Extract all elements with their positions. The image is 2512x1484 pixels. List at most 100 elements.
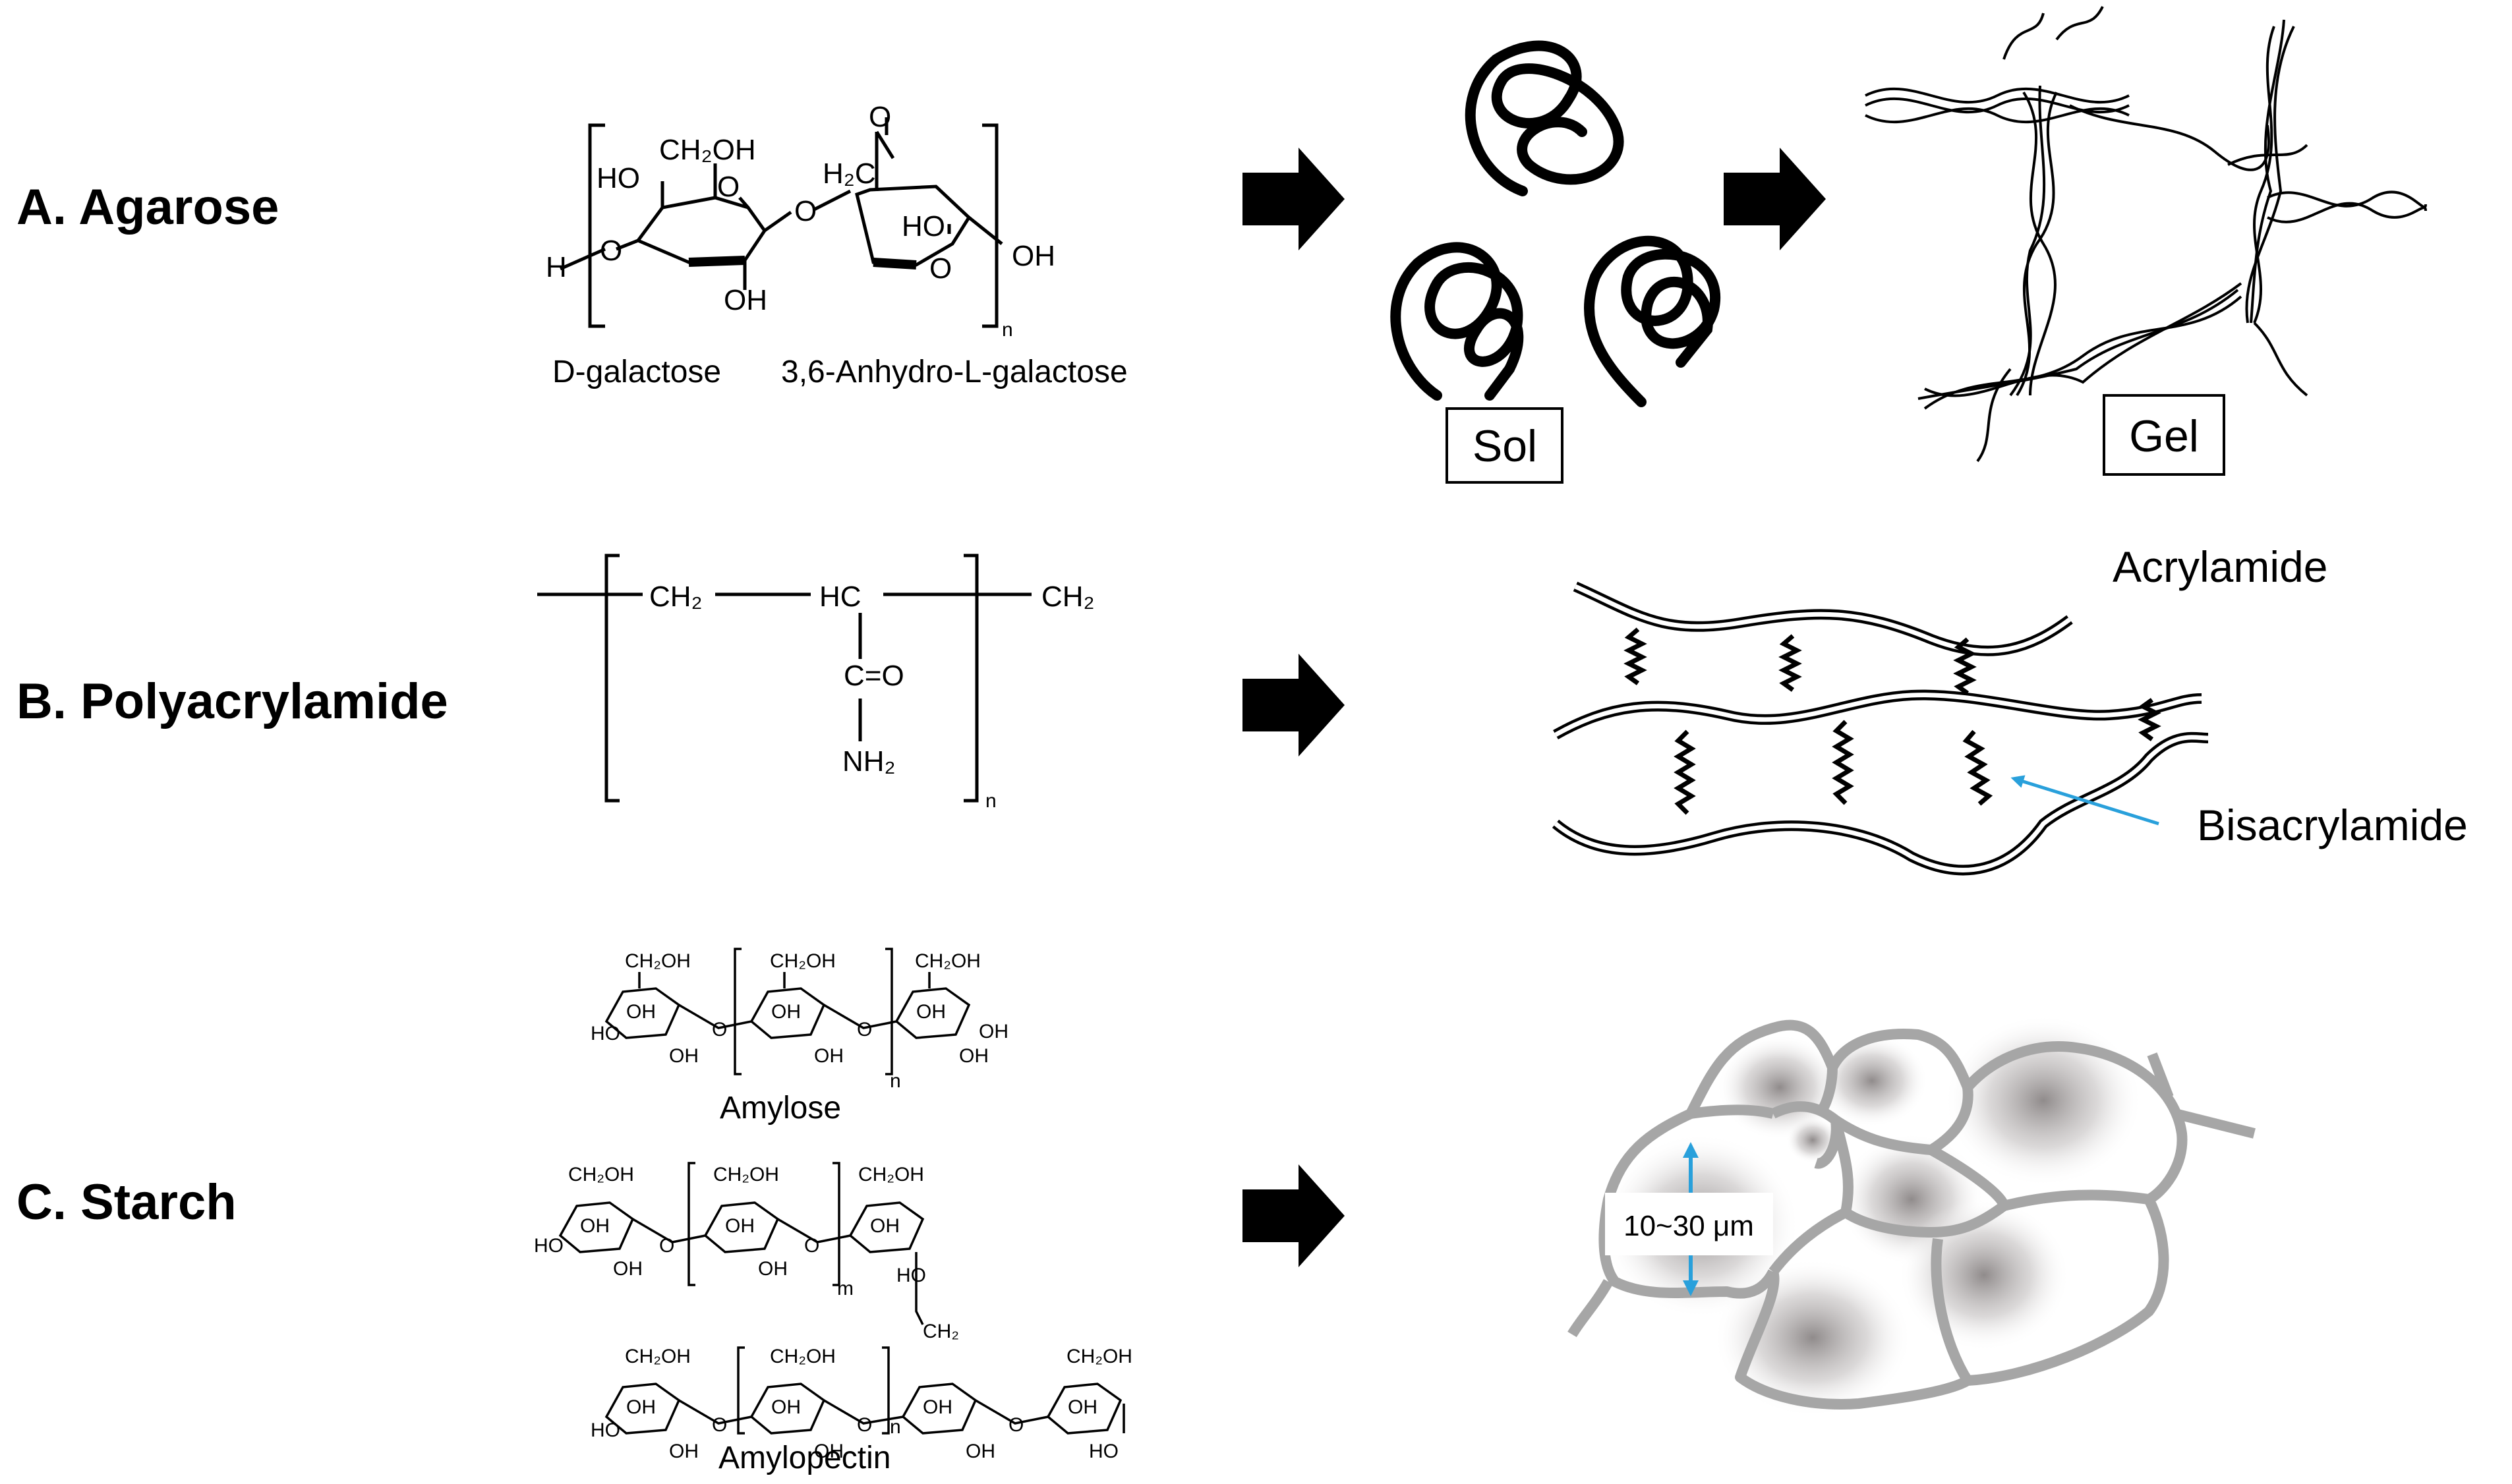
amylose-n: n (890, 1070, 901, 1092)
amylopectin-label: Amylopectin (718, 1441, 891, 1475)
pore-size-label-box (1605, 1193, 1773, 1255)
ch2-terminal-label: CH₂ (1041, 581, 1095, 613)
arrow-to-sol (1242, 148, 1345, 250)
amylopectin-ch2oh-4: CH₂OH (625, 1346, 691, 1367)
monomer-label-galactose: D-galactose (552, 355, 721, 389)
acrylamide-label: Acrylamide (2113, 542, 2327, 591)
ring-o-label: O (717, 171, 740, 203)
left-bracket (588, 123, 605, 328)
sol-random-coils (1390, 40, 1721, 407)
amylopectin-m: m (837, 1278, 854, 1299)
row-title-polyacrylamide: B. Polyacrylamide (16, 673, 448, 729)
h2c-label: H₂C (823, 157, 876, 190)
amylopectin-ch2: CH₂ (923, 1321, 959, 1342)
arrow-to-network (1242, 654, 1345, 756)
monomer-label-anhydro: 3,6-Anhydro-L-galactose (781, 355, 1128, 389)
starch-cell-walls (1567, 1019, 2256, 1410)
ho-label: HO (597, 162, 640, 194)
amylose-o-1: O (712, 1019, 727, 1041)
amylopectin-atom-labels: CH₂OH CH₂OH CH₂OH OH OH OH HO OH OH O O … (534, 1164, 1132, 1475)
amylose-oh-4: OH (669, 1045, 699, 1067)
amylose-label: Amylose (720, 1091, 841, 1126)
ring-o-label-2: O (929, 252, 952, 285)
amylose-ho: HO (591, 1023, 620, 1044)
gel-label-box (2103, 394, 2225, 476)
row-title-starch: C. Starch (16, 1174, 237, 1230)
amylopectin-oh-10: OH (669, 1441, 699, 1462)
amylose-structure (604, 948, 971, 1075)
terminal-oh-label: OH (1012, 240, 1055, 272)
gel-helix-network (1865, 6, 2427, 463)
amylopectin-oh-3: OH (870, 1215, 900, 1237)
polyacrylamide-atom-labels: CH₂ HC C=O NH₂ CH₂ n (649, 581, 1095, 812)
amylopectin-o-2: O (804, 1235, 819, 1257)
amylopectin-ch2oh-5: CH₂OH (770, 1346, 836, 1367)
amylopectin-ho-1: HO (534, 1235, 564, 1257)
repeat-n-label: n (1002, 319, 1013, 341)
amylose-oh-5: OH (814, 1045, 844, 1067)
amylose-ch2oh-2: CH₂OH (770, 950, 836, 972)
bisacrylamide-crosslinks (1623, 627, 2161, 815)
amylose-oh-terminal: OH (979, 1021, 1008, 1042)
row-polyacrylamide: B. Polyacrylamide CH₂ HC C=O NH₂ CH₂ n (16, 542, 2468, 876)
amylopectin-ho-3: HO (1089, 1441, 1119, 1462)
amylose-ch2oh-1: CH₂OH (625, 950, 691, 972)
bisacrylamide-label: Bisacrylamide (2197, 801, 2468, 849)
amylopectin-oh-5: OH (758, 1258, 788, 1280)
h-label: H (546, 251, 567, 283)
bridge-o-label: O (869, 101, 891, 133)
ch2oh-label: CH₂OH (659, 134, 756, 166)
repeat-n-label-b: n (985, 790, 997, 812)
amylose-atom-labels: CH₂OH CH₂OH CH₂OH OH OH OH HO OH OH OH O… (591, 950, 1008, 1126)
amylopectin-oh-9: OH (1068, 1396, 1097, 1418)
amylopectin-structure (558, 1162, 1125, 1435)
right-bracket (982, 123, 999, 328)
amylose-oh-3: OH (916, 1001, 946, 1023)
amylopectin-oh-11: OH (814, 1441, 844, 1462)
carbonyl-label: C=O (844, 660, 904, 692)
sol-label-box (1446, 407, 1563, 484)
amylopectin-n: n (890, 1416, 901, 1438)
gel-label: Gel (2129, 411, 2199, 461)
right-bracket-b (964, 554, 979, 803)
agarose-atom-labels: CH₂OH HO O O OH O H H₂C O HO O OH n D-ga… (546, 101, 1128, 389)
amylopectin-ch2oh-3: CH₂OH (858, 1164, 924, 1185)
sol-label: Sol (1473, 421, 1537, 471)
amylopectin-oh-8: OH (923, 1396, 952, 1418)
ch2-label: CH₂ (649, 581, 703, 613)
oh-label: OH (724, 284, 767, 316)
ho-label-2: HO (902, 210, 945, 243)
hc-label: HC (819, 581, 862, 613)
amylopectin-oh-6: OH (626, 1396, 656, 1418)
nh2-label: NH₂ (842, 745, 896, 778)
acrylamide-chains-inner (1554, 584, 2209, 872)
galactose-ring (635, 196, 767, 264)
amylopectin-o-3: O (712, 1414, 727, 1436)
acrylamide-chains (1552, 581, 2209, 876)
amylopectin-o-1: O (659, 1235, 674, 1257)
amylopectin-oh-7: OH (771, 1396, 801, 1418)
amylopectin-oh-1: OH (580, 1215, 610, 1237)
amylopectin-o-5: O (1008, 1414, 1024, 1436)
arrow-to-starch-cells (1242, 1164, 1345, 1267)
row-title-agarose: A. Agarose (16, 179, 279, 235)
row-agarose: A. Agarose CH₂OH HO O O OH O H H₂C O (16, 6, 2427, 484)
amylose-oh-1: OH (626, 1001, 656, 1023)
pore-size-label: 10~30 μm (1623, 1210, 1754, 1242)
left-bracket-b (604, 554, 620, 803)
polyacrylamide-structure (537, 554, 1032, 803)
amylose-ch2oh-3: CH₂OH (915, 950, 981, 972)
row-starch: C. Starch CH₂OH CH₂OH CH₂OH OH OH OH HO … (16, 948, 2256, 1475)
agarose-structure (559, 117, 1003, 328)
amylopectin-ch2oh-1: CH₂OH (568, 1164, 634, 1185)
amylopectin-ch2oh-2: CH₂OH (713, 1164, 779, 1185)
amylopectin-ch2oh-6: CH₂OH (1066, 1346, 1132, 1367)
amylopectin-oh-4: OH (613, 1258, 643, 1280)
bisacrylamide-pointer (2010, 775, 2159, 826)
amylose-oh-2: OH (771, 1001, 801, 1023)
amylopectin-oh-12: OH (966, 1441, 995, 1462)
arrow-to-gel (1724, 148, 1826, 250)
amylose-o-2: O (857, 1019, 872, 1041)
amylopectin-o-4: O (857, 1414, 872, 1436)
